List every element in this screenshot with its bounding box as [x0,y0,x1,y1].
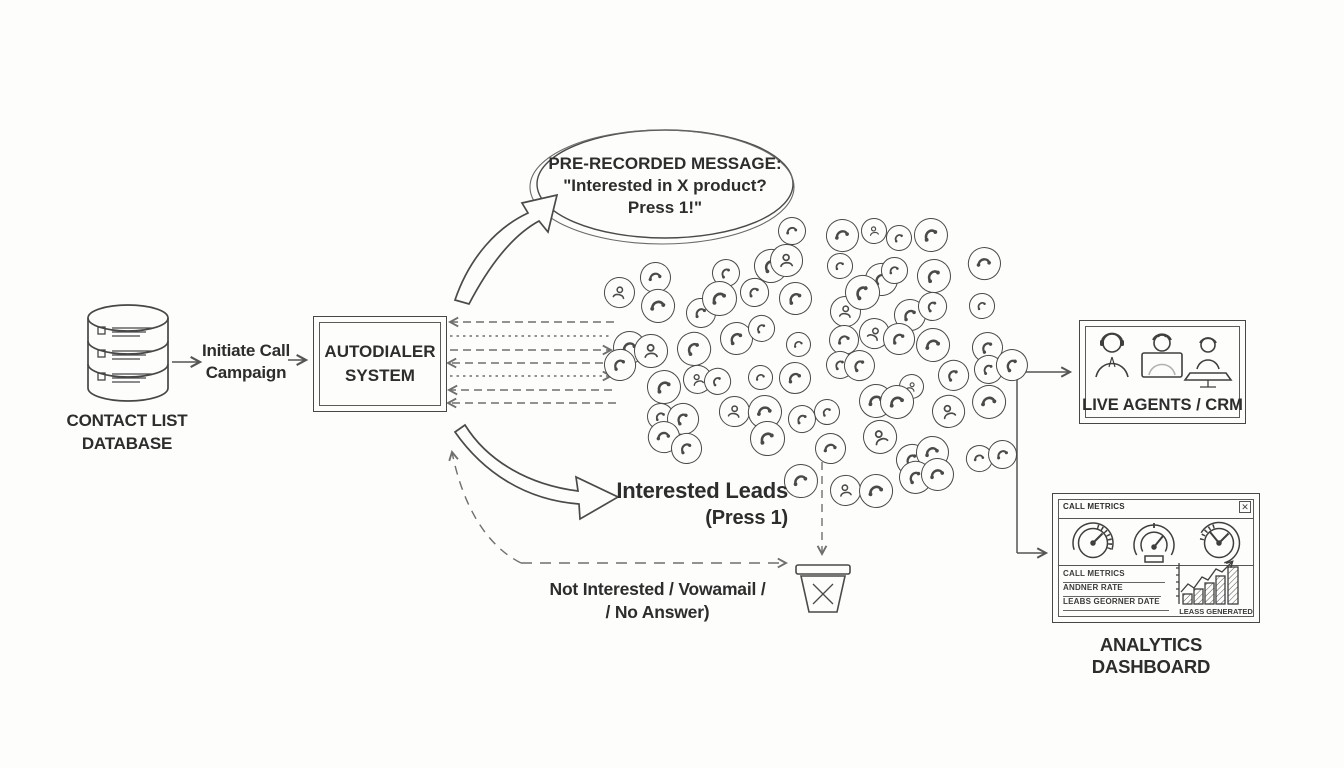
gauge-icon [1072,521,1241,564]
phone-icon [963,241,1006,285]
prerecorded-message-text: PRE-RECORDED MESSAGE: "Interested in X p… [548,154,782,217]
phone-icon [701,279,738,317]
person-icon [678,361,716,398]
phone-icon [643,416,685,458]
phone-icon [894,456,937,499]
phone-icon [912,324,954,366]
phone-icon [966,291,997,321]
dashboard-divider [1058,565,1254,566]
autodialer-label: AUTODIALER SYSTEM [324,342,436,385]
phone-icon [708,255,745,292]
discard-label: Not Interested / Vowamail / / No Answer) [549,579,766,622]
person-icon [827,472,863,507]
phone-icon [822,346,858,383]
bar-chart-icon: LEASS GENERATED [1176,560,1253,616]
person-icon [859,216,889,246]
phone-icon [880,321,916,357]
phone-icon [913,433,952,472]
campaign-label: Initiate Call Campaign [201,341,291,382]
analytics-dashboard-window: CALL METRICS ✕ CALL METRICS ANDN [1052,493,1260,623]
interested-leads-label: Interested Leads (Press 1) [616,478,788,529]
phone-icon [672,327,715,371]
phone-icon [744,311,779,345]
person-icon [828,294,863,329]
database-label: CONTACT LIST DATABASE [66,411,188,453]
phone-icon [645,401,676,432]
person-icon [927,391,969,433]
person-icon [769,243,804,278]
live-agents-label: LIVE AGENTS / CRM [1082,396,1243,414]
phone-icon [743,390,787,433]
phone-icon [827,324,861,357]
phone-icon [746,362,775,392]
phone-icon [967,380,1012,425]
live-agents-box-inner [1085,326,1240,418]
phone-icon [913,255,955,297]
person-icon [717,393,752,429]
person-icon [633,332,670,369]
phone-icon [737,275,771,310]
phone-icon [778,361,811,395]
phone-icon [970,351,1007,388]
phone-icon [782,462,819,499]
autodialer-box-inner [319,322,441,406]
person-icon [858,415,903,459]
phone-icon [811,429,850,469]
chart-label: LEASS GENERATED [1179,607,1253,616]
dashboard-titlebar [1058,499,1254,519]
phone-icon [776,279,815,317]
phone-icon [700,364,735,399]
dashboard-row: LEABS GEORNER DATE [1063,597,1169,611]
agent-icon [1095,332,1233,388]
phone-icon [891,296,928,334]
dashboard-title: CALL METRICS [1063,502,1125,511]
phone-icon [662,398,704,440]
phone-icon [880,256,908,284]
person-icon [601,274,637,311]
phone-icon [717,318,757,359]
person-icon [853,312,895,354]
phone-icon [991,343,1034,387]
phone-icon [636,258,675,297]
phone-icon [636,285,679,328]
phone-icon [967,327,1007,367]
phone-icon [822,215,863,256]
phone-icon [785,401,820,436]
phone-icon [913,287,952,326]
phone-icon [856,471,897,512]
phone-icon [839,345,880,386]
phone-icon [775,214,809,249]
phone-icon [912,215,951,255]
dashboard-row: ANDNER RATE [1063,583,1161,597]
phone-icon [784,330,813,359]
live-agents-box: LIVE AGENTS / CRM [1079,320,1246,424]
phone-icon [883,222,915,254]
phone-icon [839,269,886,316]
phone-icon [825,251,854,281]
phone-icon [600,346,638,384]
dashboard-inner-border [1058,499,1254,617]
close-icon: ✕ [1239,501,1251,513]
phone-icon [917,454,957,494]
phone-icon [933,355,974,395]
phone-icon [811,396,844,429]
phone-icon [668,429,706,467]
phone-icon [748,420,786,457]
autodialer-box: AUTODIALER SYSTEM [313,316,447,412]
phone-icon [962,441,997,475]
phone-icon [877,383,916,422]
analytics-dashboard-caption: ANALYTICS DASHBOARD [1091,634,1211,677]
phone-icon [646,368,684,406]
dashboard-row: CALL METRICS [1063,569,1165,583]
phone-icon [987,439,1018,470]
